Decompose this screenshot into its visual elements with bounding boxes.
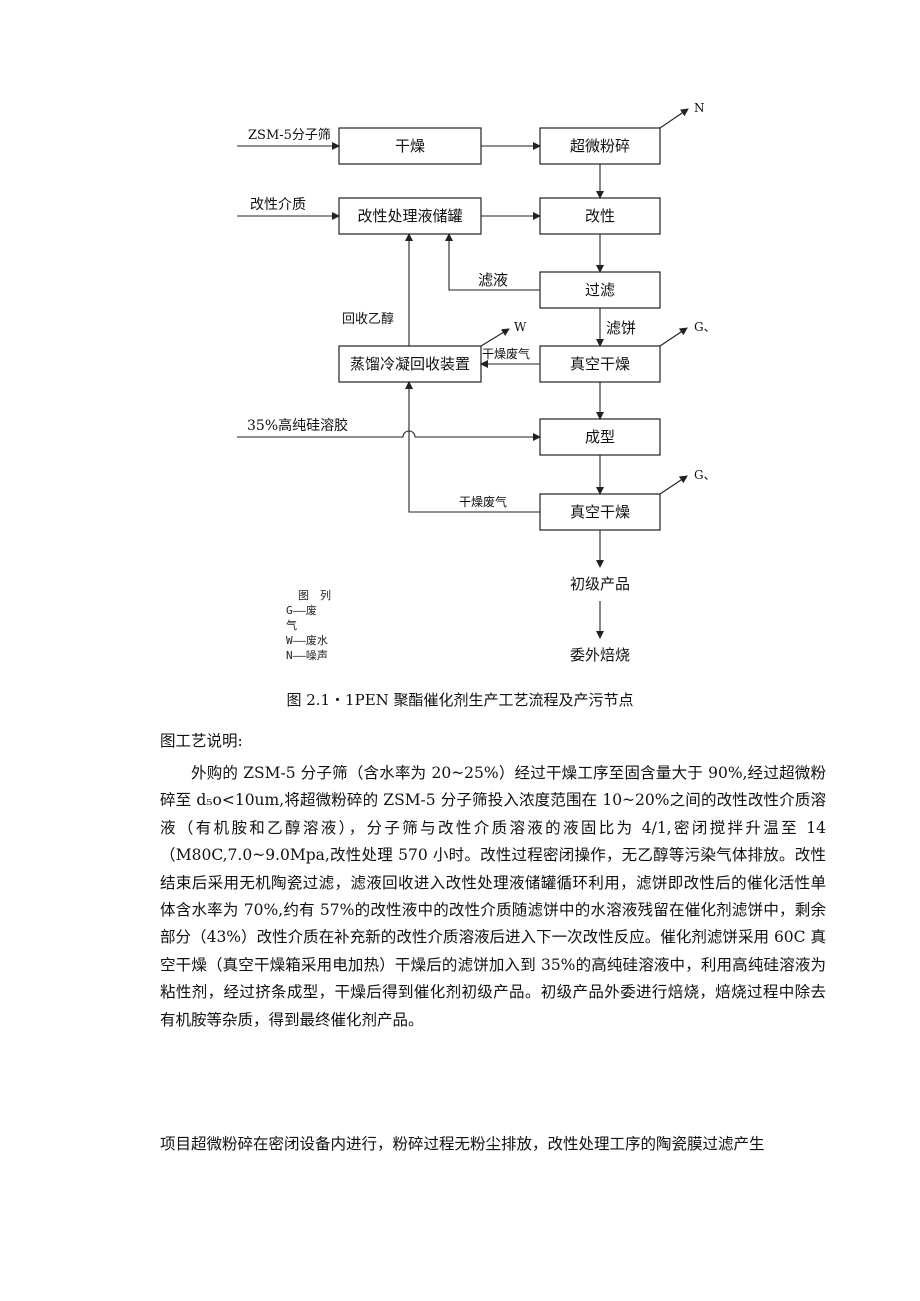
box-vacdry2: 真空干燥 xyxy=(539,493,661,531)
legend-line-4: N——噪声 xyxy=(286,649,328,662)
output-calcine-label: 委外焙烧 xyxy=(570,646,630,664)
emission-noise-arrow xyxy=(659,108,689,129)
box-vacdry1: 真空干燥 xyxy=(539,345,661,383)
flow-dry-gas1-label: 干燥废气 xyxy=(482,346,530,361)
process-description-heading: 图工艺说明: xyxy=(160,732,243,750)
emission-water-arrow xyxy=(480,328,510,347)
box-distill: 蒸馏冷凝回收装置 xyxy=(338,345,482,383)
box-filter-label: 过滤 xyxy=(585,281,615,299)
box-vacdry1-label: 真空干燥 xyxy=(570,355,630,373)
input-modifier-label: 改性介质 xyxy=(250,197,306,213)
legend-title: 图 列 xyxy=(298,589,331,602)
box-tank: 改性处理液储罐 xyxy=(338,197,482,235)
flow-recycle-ethanol-label: 回收乙醇 xyxy=(342,311,394,327)
arrow-dry-gas2 xyxy=(405,381,540,513)
output-primary-label: 初级产品 xyxy=(570,575,630,593)
box-dry-label: 干燥 xyxy=(395,137,425,155)
input-silica-label: 35%高纯硅溶胶 xyxy=(247,417,348,434)
process-flow-diagram: 干燥 超微粉碎 改性处理液储罐 改性 过滤 蒸馏冷凝回收装置 真空干燥 成型 真… xyxy=(237,101,716,664)
input-zsm5-label: ZSM-5分子筛 xyxy=(248,128,331,143)
arrow-filtrate-return xyxy=(445,233,540,291)
emission-gas2-label: G、 xyxy=(694,468,716,482)
box-mill-label: 超微粉碎 xyxy=(570,137,630,155)
box-filter: 过滤 xyxy=(539,271,661,309)
emission-gas1-label: G、 xyxy=(694,320,716,334)
box-modify: 改性 xyxy=(539,197,661,235)
process-description-paragraph-2: 项目超微粉碎在密闭设备内进行，粉碎过程无粉尘排放，改性处理工序的陶瓷膜过滤产生 xyxy=(160,1135,765,1153)
box-distill-label: 蒸馏冷凝回收装置 xyxy=(350,355,470,373)
box-dry: 干燥 xyxy=(338,127,482,165)
figure-caption: 图 2.1・1PEN 聚酯催化剂生产工艺流程及产污节点 xyxy=(286,691,634,709)
diagram-legend: 图 列 G——废 气 W——废水 N——噪声 xyxy=(286,588,331,663)
legend-line-1: G——废 xyxy=(286,604,317,617)
legend-line-2: 气 xyxy=(286,619,297,632)
box-modify-label: 改性 xyxy=(585,207,615,225)
legend-line-3: W——废水 xyxy=(286,634,328,647)
box-form-label: 成型 xyxy=(585,428,615,446)
flow-dry-gas2-label: 干燥废气 xyxy=(459,494,507,509)
box-form: 成型 xyxy=(539,418,661,456)
box-mill: 超微粉碎 xyxy=(539,127,661,165)
process-description-paragraph: 外购的 ZSM-5 分子筛（含水率为 20~25%）经过干燥工序至固含量大于 9… xyxy=(160,764,826,1029)
box-vacdry2-label: 真空干燥 xyxy=(570,503,630,521)
flow-cake-label: 滤饼 xyxy=(606,319,636,337)
flow-filtrate-label: 滤液 xyxy=(478,271,508,289)
box-tank-label: 改性处理液储罐 xyxy=(357,207,462,225)
emission-gas1-arrow xyxy=(659,327,688,347)
emission-gas2-arrow xyxy=(659,475,688,495)
emission-water-label: W xyxy=(514,320,527,334)
emission-noise-label: N xyxy=(694,101,705,115)
